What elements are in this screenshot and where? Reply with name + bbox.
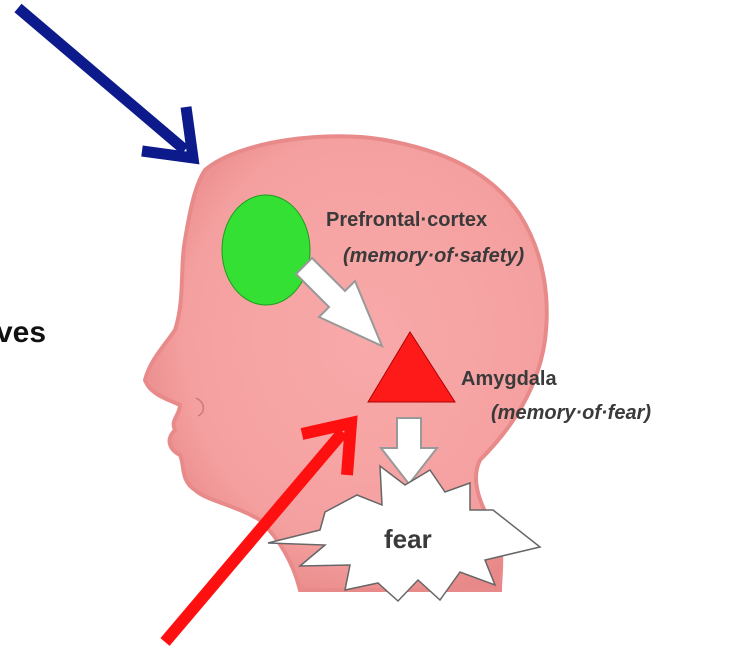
amygdala-label: Amygdala [461,368,557,390]
amygdala-note: (memory·of·fear) [491,402,651,424]
fear-label: fear [384,524,432,554]
arrow-down-right-icon [18,8,193,158]
prefrontal-cortex-label: Prefrontal·cortex [326,209,487,231]
side-text-fragment: ves [0,316,46,349]
prefrontal-cortex-oval [222,195,310,305]
prefrontal-cortex-note: (memory·of·safety) [343,245,524,267]
